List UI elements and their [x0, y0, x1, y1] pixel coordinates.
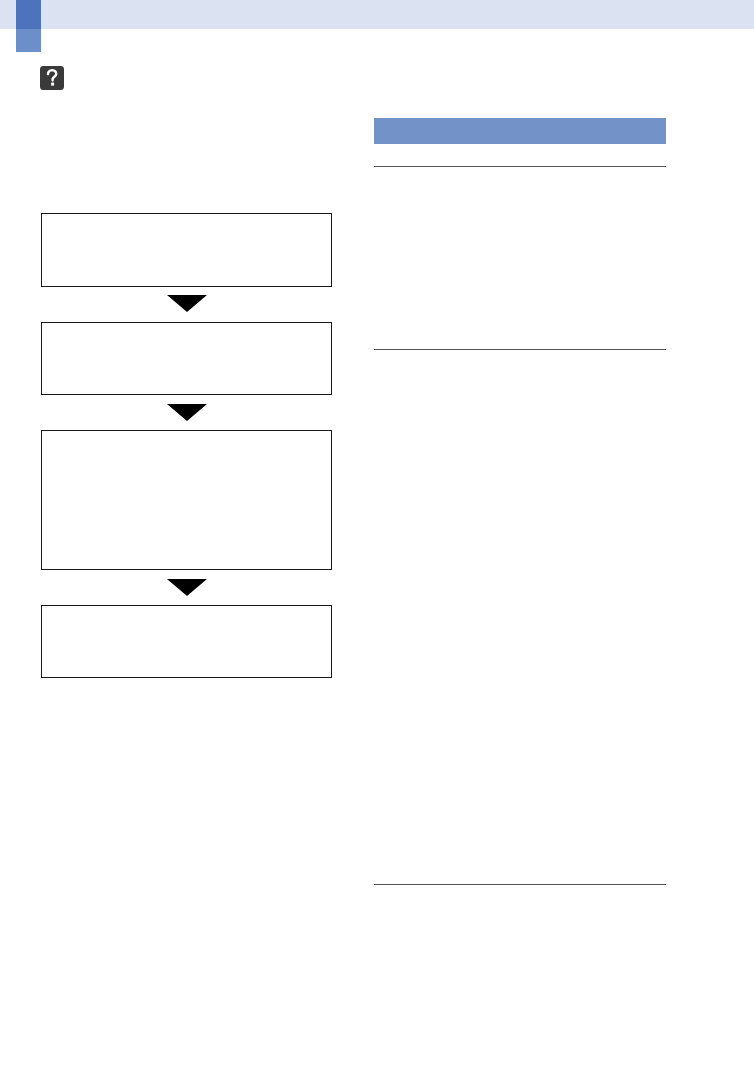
table-rule-1 [374, 166, 666, 167]
table-header-bar [374, 118, 666, 144]
triangle-down-icon [167, 404, 207, 421]
flow-step-3 [41, 430, 332, 570]
flow-step-2 [41, 322, 332, 395]
triangle-down-icon [167, 295, 207, 312]
chapter-tab-top [16, 0, 41, 29]
flow-step-4 [41, 605, 332, 678]
table-rule-2 [374, 349, 666, 350]
table-rule-3 [374, 884, 666, 885]
triangle-down-icon [167, 579, 207, 596]
flow-step-1 [41, 213, 332, 287]
header-band [0, 0, 754, 29]
question-mark-icon [40, 66, 64, 90]
question-mark-glyph [46, 69, 58, 86]
